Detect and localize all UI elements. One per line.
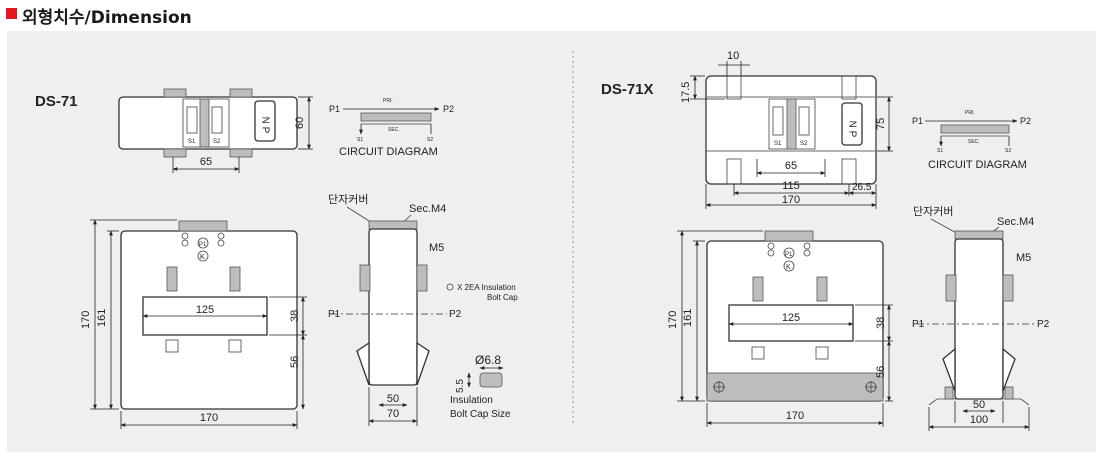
- ds71x-circuit-s2: S2: [1005, 148, 1011, 154]
- ds71x-circuit-caption: CIRCUIT DIAGRAM: [928, 159, 1027, 171]
- ds71x-top-s1: S1: [774, 141, 782, 147]
- ds71-side-p2: P2: [449, 309, 462, 320]
- bolt-cap-caption-2: Bolt Cap Size: [450, 409, 511, 420]
- ds71-dim-56: 56: [289, 356, 301, 368]
- ds71-dim-60: 60: [294, 117, 306, 129]
- model-label-ds71: DS-71: [35, 93, 78, 110]
- ds71-circuit-caption: CIRCUIT DIAGRAM: [339, 146, 438, 158]
- ds71x-dim-125: 125: [782, 312, 800, 324]
- ds71-terminal-cover: 단자커버: [328, 193, 368, 206]
- ds71-dim-170-w: 170: [200, 412, 218, 424]
- ds71x-circuit-sec: SEC.: [968, 139, 980, 145]
- ds71-circuit-pri: PRI.: [383, 98, 393, 104]
- ds71x-dim-100: 100: [970, 414, 988, 426]
- ds71-m5: M5: [429, 242, 444, 254]
- ds71x-dim-170-top: 170: [782, 194, 800, 206]
- section-header: 외형치수/Dimension: [0, 0, 1100, 30]
- ds71x-front-view: P1 K 125 170 161 38 56 170: [667, 230, 893, 427]
- ds71x-dim-26-5: 26.5: [852, 182, 872, 193]
- ds71x-dim-50: 50: [973, 399, 985, 411]
- dimension-panel: DS-71 S1 S2 N P 60 65 P1 P2 PRI. SEC. S1…: [7, 31, 1096, 452]
- ds71x-mark-k: K: [786, 264, 791, 271]
- ds71x-dim-170-h: 170: [667, 311, 679, 329]
- ds71x-circuit-p1: P1: [912, 116, 923, 126]
- ds71x-top-view: S1 S2 N P 10 17.5 75 65 115 26.5 170: [680, 50, 893, 209]
- ds71-dim-170-h: 170: [80, 311, 92, 329]
- ds71x-dim-115: 115: [782, 180, 800, 192]
- ds71-dim-65: 65: [200, 156, 212, 168]
- ds71-bolt-cap: Ø6.8 5.5 Insulation Bolt Cap Size: [450, 353, 511, 420]
- ds71x-top-s2: S2: [800, 141, 808, 147]
- ds71-np-label: N P: [260, 117, 271, 134]
- bolt-cap-diameter: Ø6.8: [475, 353, 501, 367]
- ds71x-dim-38: 38: [875, 317, 887, 329]
- ds71x-dim-56: 56: [875, 366, 887, 378]
- ds71x-terminal-cover: 단자커버: [913, 205, 953, 218]
- ds71x-m5: M5: [1016, 252, 1031, 264]
- ds71x-circuit-diagram: P1 P2 PRI. SEC. S1 S2 CIRCUIT DIAGRAM: [912, 110, 1031, 171]
- dimension-drawings: DS-71 S1 S2 N P 60 65 P1 P2 PRI. SEC. S1…: [35, 50, 1050, 431]
- ds71-dim-161: 161: [96, 309, 108, 327]
- ds71-dim-70: 70: [387, 408, 399, 420]
- bolt-cap-caption-1: Insulation: [450, 395, 493, 406]
- ds71x-sec-m4: Sec.M4: [997, 216, 1034, 228]
- ds71-mark-p1: P1: [199, 242, 207, 248]
- ds71-dim-38: 38: [289, 310, 301, 322]
- ds71-top-view: S1 S2 N P 60 65: [118, 88, 313, 173]
- ds71x-dim-170-w: 170: [786, 410, 804, 422]
- ds71-circuit-sec: SEC.: [388, 127, 400, 133]
- ds71-top-s2: S2: [213, 139, 221, 145]
- header-bullet-icon: [6, 8, 17, 19]
- section-title: 외형치수/Dimension: [22, 8, 192, 28]
- ds71-dim-125: 125: [196, 304, 214, 316]
- model-label-ds71x: DS-71X: [601, 81, 654, 98]
- ds71-mark-k: K: [200, 254, 205, 261]
- ds71x-circuit-s1: S1: [937, 148, 943, 154]
- ds71-top-s1: S1: [188, 139, 196, 145]
- ds71-circuit-diagram: P1 P2 PRI. SEC. S1 S2 CIRCUIT DIAGRAM: [329, 98, 454, 158]
- ds71-bolt-note-2: Bolt Cap: [487, 293, 518, 302]
- ds71x-side-view: 단자커버 Sec.M4 M5 P1 P2 50 100: [912, 205, 1050, 431]
- ds71x-side-p2: P2: [1037, 319, 1050, 330]
- ds71-front-view: P1 K 125 170 161 38 56 170: [80, 219, 307, 429]
- ds71x-np-label: N P: [847, 121, 858, 138]
- ds71x-dim-75: 75: [875, 118, 887, 130]
- ds71-circuit-s1: S1: [357, 137, 363, 143]
- ds71-side-p1: P1: [328, 309, 341, 320]
- ds71-circuit-s2: S2: [427, 137, 433, 143]
- ds71x-dim-161: 161: [682, 309, 694, 327]
- ds71-circuit-p2: P2: [443, 104, 454, 114]
- ds71x-dim-10: 10: [727, 50, 739, 62]
- ds71x-dim-17-5: 17.5: [680, 82, 692, 103]
- ds71-bolt-note-1: X 2EA Insulation: [457, 283, 516, 292]
- ds71-side-view: 단자커버 Sec.M4 M5 P1 P2 X 2EA Insulation Bo…: [328, 193, 518, 426]
- ds71-circuit-p1: P1: [329, 104, 340, 114]
- ds71x-circuit-p2: P2: [1020, 116, 1031, 126]
- ds71x-side-p1: P1: [912, 319, 925, 330]
- ds71x-dim-65: 65: [785, 160, 797, 172]
- ds71x-circuit-pri: PRI.: [965, 110, 975, 116]
- bolt-cap-height: 5.5: [455, 379, 466, 393]
- ds71x-mark-p1: P1: [785, 252, 793, 258]
- ds71-sec-m4: Sec.M4: [409, 203, 446, 215]
- ds71-dim-50: 50: [387, 393, 399, 405]
